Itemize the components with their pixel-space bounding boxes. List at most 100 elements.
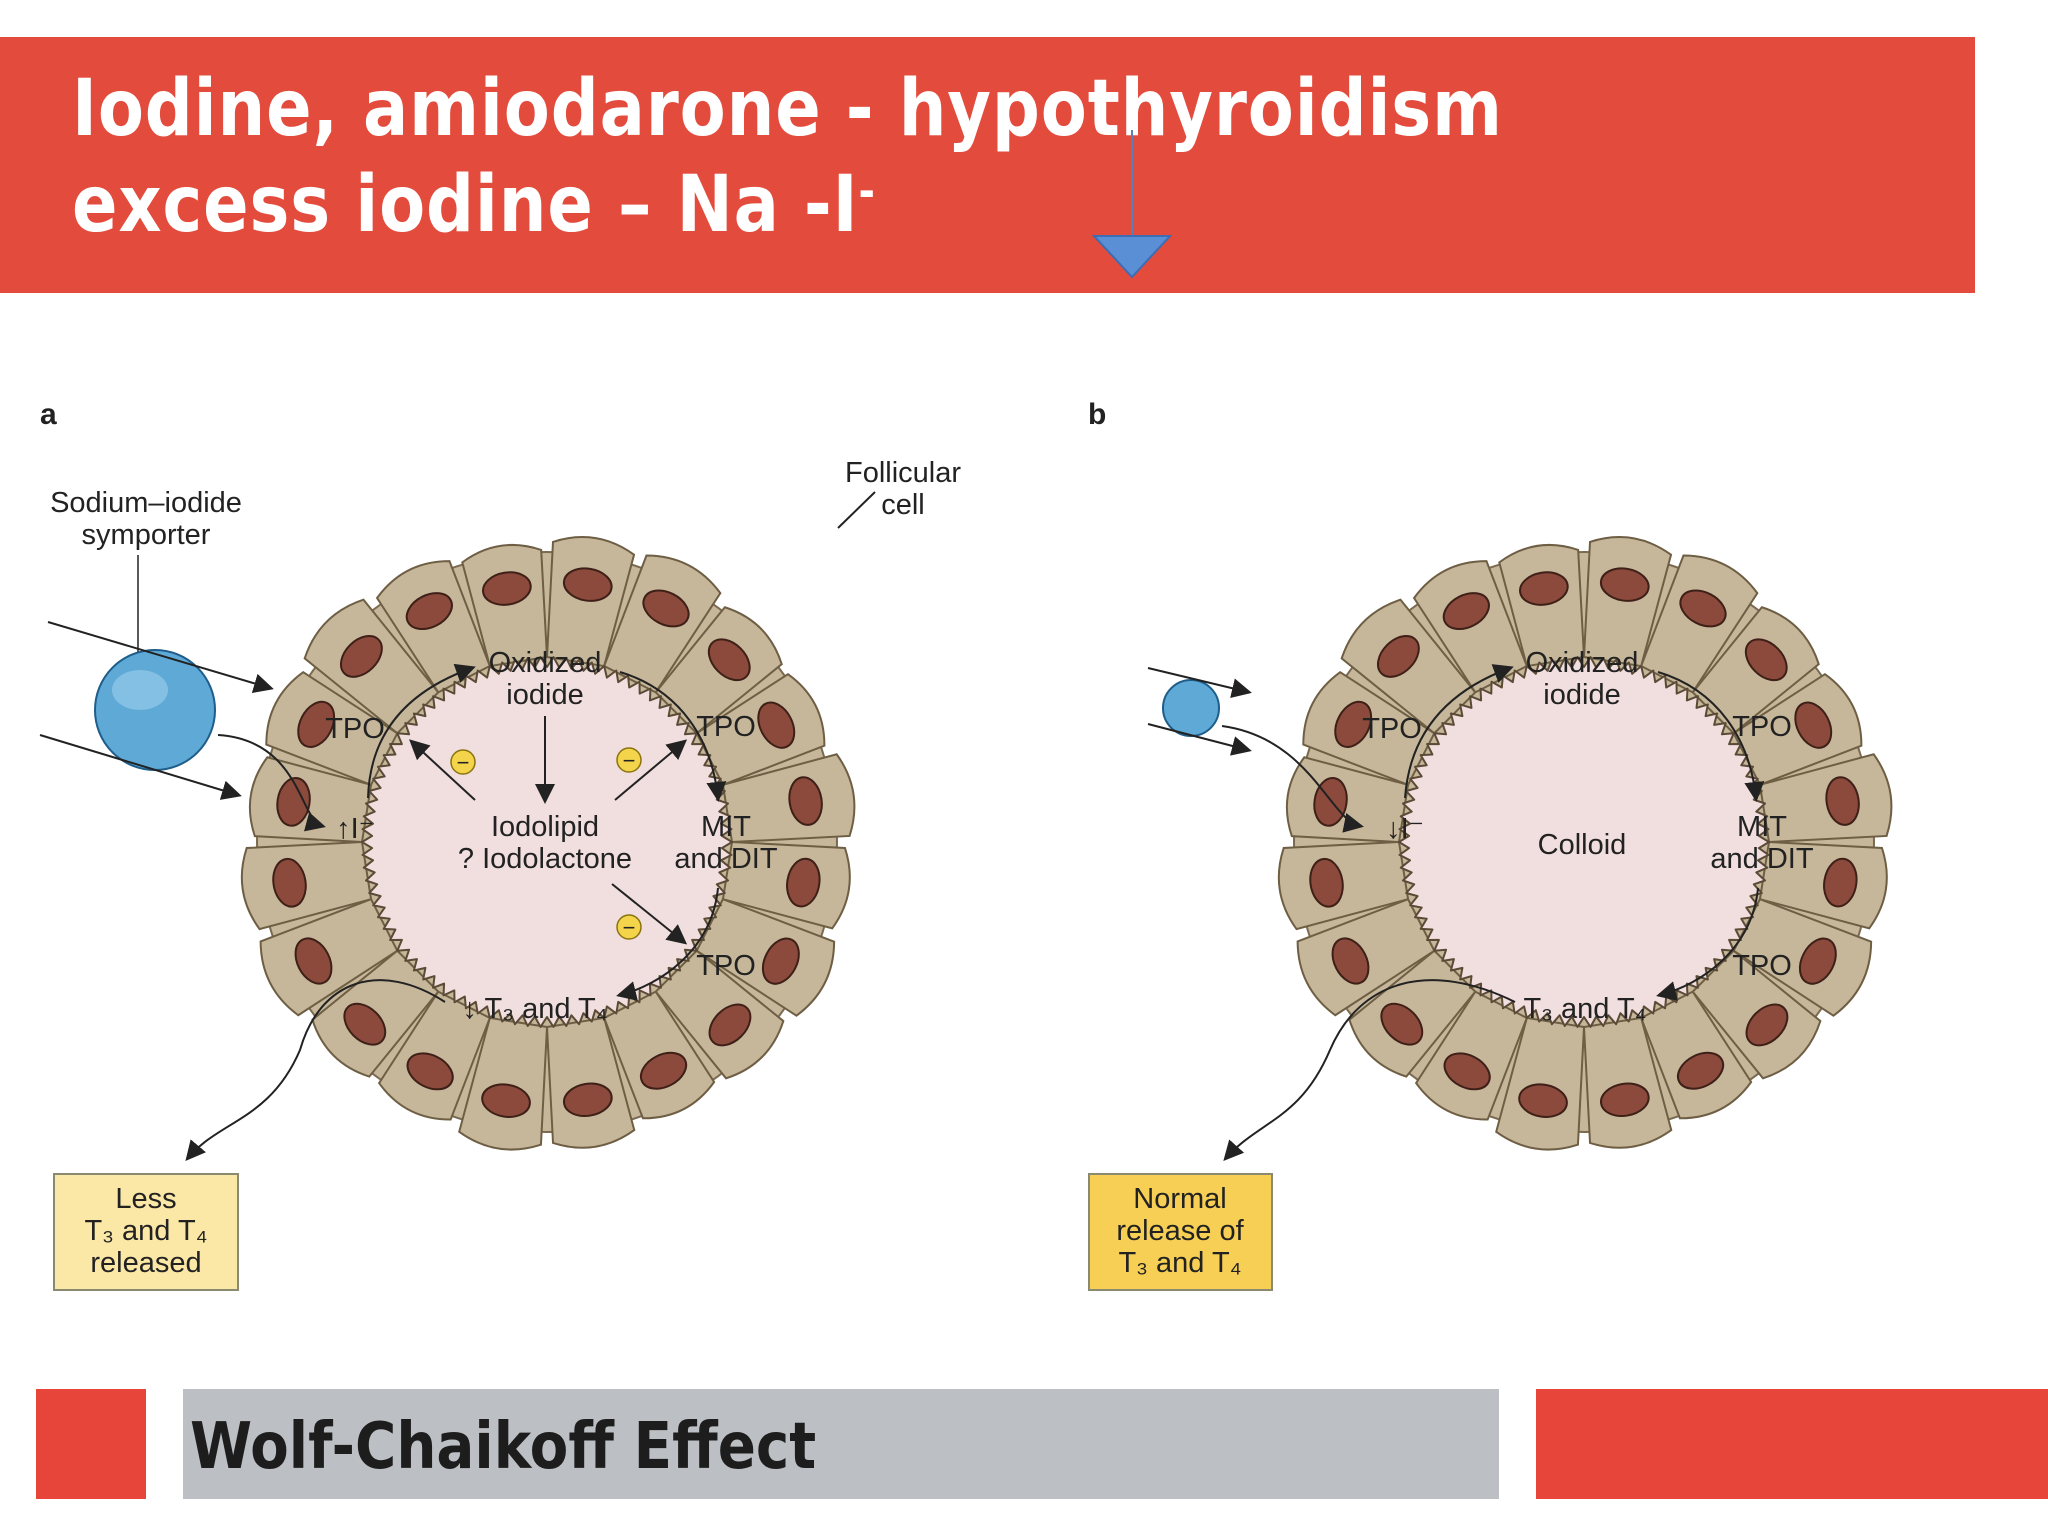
follicle-a-nucleus	[294, 937, 333, 985]
follicle-a-nucleus	[642, 589, 690, 628]
follicle-a-nucleus	[343, 1002, 387, 1046]
tpo-label-b1: TPO	[1362, 713, 1422, 745]
symporter-b-icon	[1162, 679, 1220, 737]
symporter-label-2: symporter	[82, 519, 211, 551]
down-arrow-icon	[1091, 235, 1173, 279]
result-box-b	[1088, 1173, 1273, 1291]
follicular-cell-pointer	[837, 491, 876, 529]
follicle-b-nucleus	[1794, 701, 1833, 749]
follicle-a-nucleus	[406, 1052, 454, 1091]
follicle-b-nucleus	[1380, 1002, 1424, 1046]
arrow-mit-t3t4-a	[616, 887, 719, 1001]
title-line2-text: excess iodine – Na -I	[72, 160, 859, 250]
follicle-b-nucleus	[1334, 700, 1373, 748]
follicle-a-nucleus	[708, 1003, 752, 1047]
follicle-a	[240, 536, 856, 1151]
tpo-label-b2: TPO	[1732, 711, 1792, 743]
arrow-mit-t3t4-b	[1656, 887, 1759, 1001]
svg-text:−: −	[623, 915, 636, 940]
iodide-label-a: ↑I⁻	[336, 813, 374, 845]
oxidized-label-a1: Oxidized	[489, 647, 602, 679]
result-a-line1: Less	[115, 1183, 176, 1215]
arrow-iodide-oxidized-b	[1404, 664, 1514, 799]
follicle-b	[1277, 536, 1893, 1151]
follicle-b-nucleus	[1679, 589, 1727, 628]
colloid-label: Colloid	[1538, 829, 1627, 861]
influx-arrow-1	[47, 621, 274, 694]
follicle-b-nucleus	[1599, 567, 1650, 602]
influx-arrow-b2	[1147, 723, 1252, 756]
iodolipid-label-2: ? Iodolactone	[458, 843, 632, 875]
follicle-b-nucleus	[1744, 638, 1788, 682]
follicle-a-nucleus	[562, 1082, 613, 1118]
mit-label-a2: and DIT	[674, 843, 777, 875]
symporter-a-icon	[94, 649, 216, 771]
result-a-line2: T₃ and T₄	[84, 1215, 207, 1247]
symporter-a-highlight	[112, 670, 168, 710]
svg-text:−: −	[457, 750, 470, 775]
oxidized-label-b2: iodide	[1543, 679, 1620, 711]
arrow-inhibit-2	[614, 739, 688, 801]
result-b-line1: Normal	[1133, 1183, 1226, 1215]
follicle-b-nucleus	[1518, 1083, 1568, 1118]
result-box-a	[53, 1173, 239, 1291]
follicle-a-nucleus	[562, 567, 613, 602]
iodide-entry-arrow-b	[1221, 725, 1364, 833]
follicle-b-nucleus	[1309, 857, 1344, 908]
follicle-a-nucleus	[788, 776, 823, 826]
tpo-label-b3: TPO	[1732, 950, 1792, 982]
arrow-iodide-oxidized-a	[367, 663, 476, 799]
follicle-b-nucleus	[1823, 857, 1858, 908]
arrow-release-a	[185, 979, 446, 1162]
inhibit-badge-3: −	[616, 914, 642, 940]
arrow-oxidized-mit-b	[1657, 671, 1765, 802]
symporter-label-1: Sodium–iodide	[50, 487, 242, 519]
follicle-a-nucleus	[761, 937, 800, 985]
result-b-line3: T₃ and T₄	[1118, 1247, 1241, 1279]
follicle-b-nucleus	[1745, 1003, 1789, 1047]
tpo-label-a3: TPO	[696, 950, 756, 982]
influx-arrow-b1	[1147, 667, 1252, 698]
footer-title: Wolf-Chaikoff Effect	[190, 1410, 817, 1484]
panel-a-letter: a	[40, 398, 57, 431]
influx-arrow-2	[39, 734, 242, 800]
follicle-a-colloid	[361, 656, 733, 1028]
iodide-label-b: ↓I⁻	[1386, 813, 1424, 845]
follicle-a-nucleus	[297, 700, 336, 748]
follicle-b-nucleus	[1798, 937, 1837, 985]
follicle-b-nucleus	[1376, 634, 1420, 678]
mit-label-a1: MIT	[701, 811, 751, 843]
follicle-a-nucleus	[639, 1051, 688, 1090]
follicular-cell-label-1: Follicular	[845, 457, 961, 489]
slide-title-line2: excess iodine – Na -I-	[72, 160, 876, 250]
follicle-b-nucleus	[1331, 937, 1370, 985]
t3t4-label-a: ↓ T₃ and T₄	[462, 993, 607, 1025]
panel-b-letter: b	[1088, 398, 1106, 431]
t3t4-label-b: T₃ and T₄	[1523, 993, 1646, 1025]
mit-label-b1: MIT	[1737, 811, 1787, 843]
inhibit-badge-2: −	[616, 747, 642, 773]
iodolipid-label-1: Iodolipid	[491, 811, 599, 843]
follicle-a-nucleus	[339, 634, 383, 678]
follicle-a-nucleus	[757, 701, 796, 749]
oxidized-label-a2: iodide	[506, 679, 583, 711]
tpo-label-a2: TPO	[696, 711, 756, 743]
follicle-b-nucleus	[1442, 592, 1490, 631]
follicle-b-nucleus	[1519, 571, 1569, 606]
inhibit-badge-1: −	[450, 749, 476, 775]
follicle-a-nucleus	[276, 777, 311, 827]
footer-accent-left	[36, 1389, 146, 1499]
tpo-label-a1: TPO	[325, 713, 385, 745]
oxidized-label-b1: Oxidized	[1526, 647, 1639, 679]
follicular-cell-label-2: cell	[881, 489, 925, 521]
follicle-a-nucleus	[405, 592, 453, 631]
follicle-a-nucleus	[707, 638, 751, 682]
arrow-oxidized-mit-a	[619, 671, 727, 802]
footer-title-bar	[183, 1389, 1499, 1499]
follicle-a-nucleus	[482, 571, 532, 606]
follicle-a-nucleus	[481, 1083, 531, 1118]
footer-accent-right	[1536, 1389, 2048, 1499]
arrow-release-b	[1223, 979, 1516, 1161]
arrow-inhibit-1	[409, 739, 476, 801]
